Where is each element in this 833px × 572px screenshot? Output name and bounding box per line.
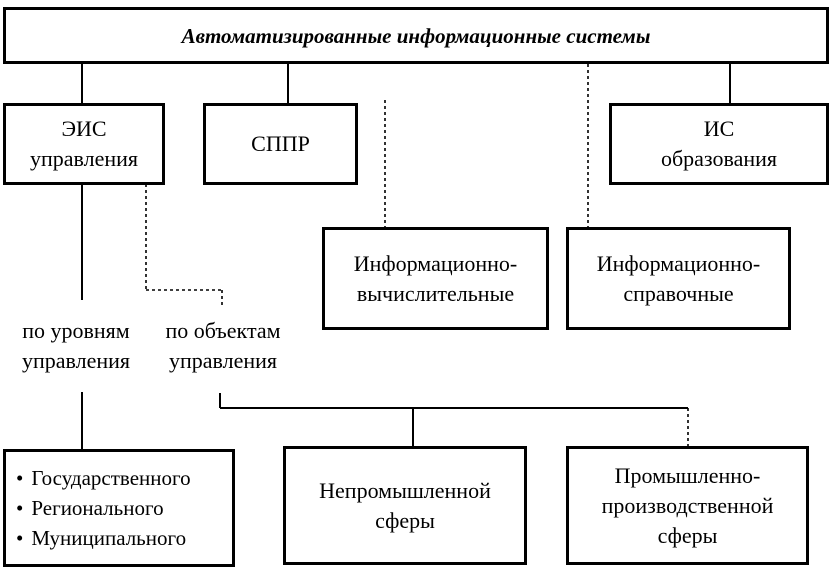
levels-list-box: Государственного Регионального Муниципал… bbox=[3, 449, 235, 567]
by-objects-label: по объектам управления bbox=[165, 318, 281, 373]
list-item: Государственного bbox=[16, 463, 190, 493]
industrial-sphere-label: Промышленно- производственной сферы bbox=[601, 462, 774, 548]
nonindustrial-sphere-box: Непромышленной сферы bbox=[283, 446, 527, 565]
info-reference-label: Информационно- справочные bbox=[596, 250, 761, 306]
nonindustrial-sphere-label: Непромышленной сферы bbox=[319, 477, 491, 533]
title-box: Автоматизированные информационные систем… bbox=[3, 7, 829, 64]
by-levels-label: по уровням управления bbox=[21, 318, 131, 373]
sppr-box: СППР bbox=[203, 103, 358, 185]
industrial-sphere-box: Промышленно- производственной сферы bbox=[566, 446, 809, 565]
levels-list: Государственного Регионального Муниципал… bbox=[16, 463, 191, 553]
eis-management-label: ЭИС управления bbox=[29, 116, 139, 171]
list-item: Муниципального bbox=[16, 523, 191, 553]
eis-management-box: ЭИС управления bbox=[3, 103, 165, 185]
is-education-box: ИС образования bbox=[609, 103, 829, 185]
info-computational-label: Информационно- вычислительные bbox=[353, 250, 518, 306]
is-education-label: ИС образования bbox=[660, 116, 778, 171]
sppr-label: СППР bbox=[251, 131, 310, 156]
info-reference-box: Информационно- справочные bbox=[566, 227, 791, 330]
title-text: Автоматизированные информационные систем… bbox=[181, 23, 651, 48]
info-computational-box: Информационно- вычислительные bbox=[322, 227, 549, 330]
list-item: Регионального bbox=[16, 493, 191, 523]
